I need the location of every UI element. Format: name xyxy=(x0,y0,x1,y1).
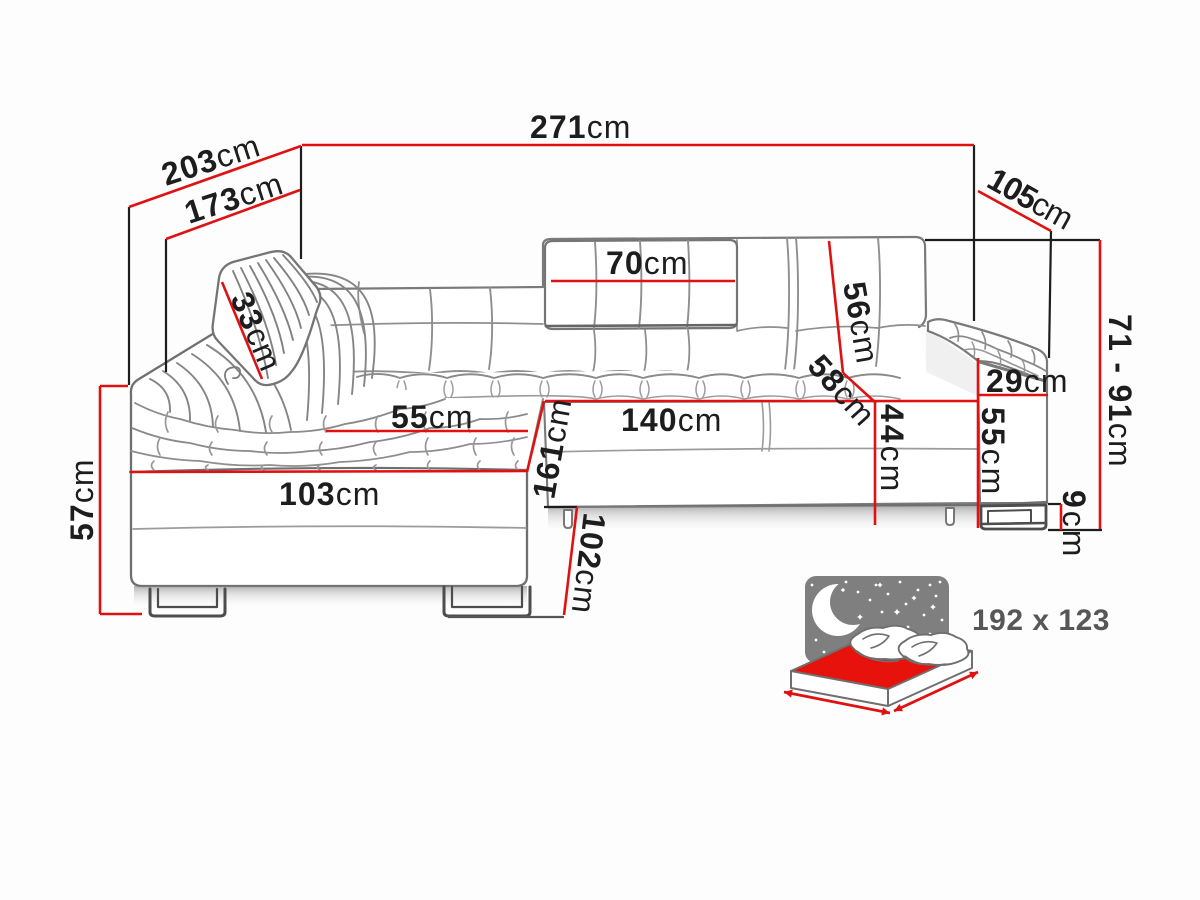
svg-text:103cm: 103cm xyxy=(279,476,381,512)
svg-text:55cm: 55cm xyxy=(391,399,474,435)
svg-text:192 x 123: 192 x 123 xyxy=(972,604,1110,637)
svg-text:71 - 91cm: 71 - 91cm xyxy=(1102,314,1138,468)
svg-text:55cm: 55cm xyxy=(975,407,1011,497)
svg-text:57cm: 57cm xyxy=(64,458,100,541)
svg-text:9cm: 9cm xyxy=(1056,490,1092,559)
svg-text:271cm: 271cm xyxy=(530,109,632,145)
svg-text:70cm: 70cm xyxy=(606,245,689,281)
svg-text:140cm: 140cm xyxy=(621,402,723,438)
svg-text:44cm: 44cm xyxy=(874,404,910,494)
svg-text:29cm: 29cm xyxy=(986,363,1069,399)
